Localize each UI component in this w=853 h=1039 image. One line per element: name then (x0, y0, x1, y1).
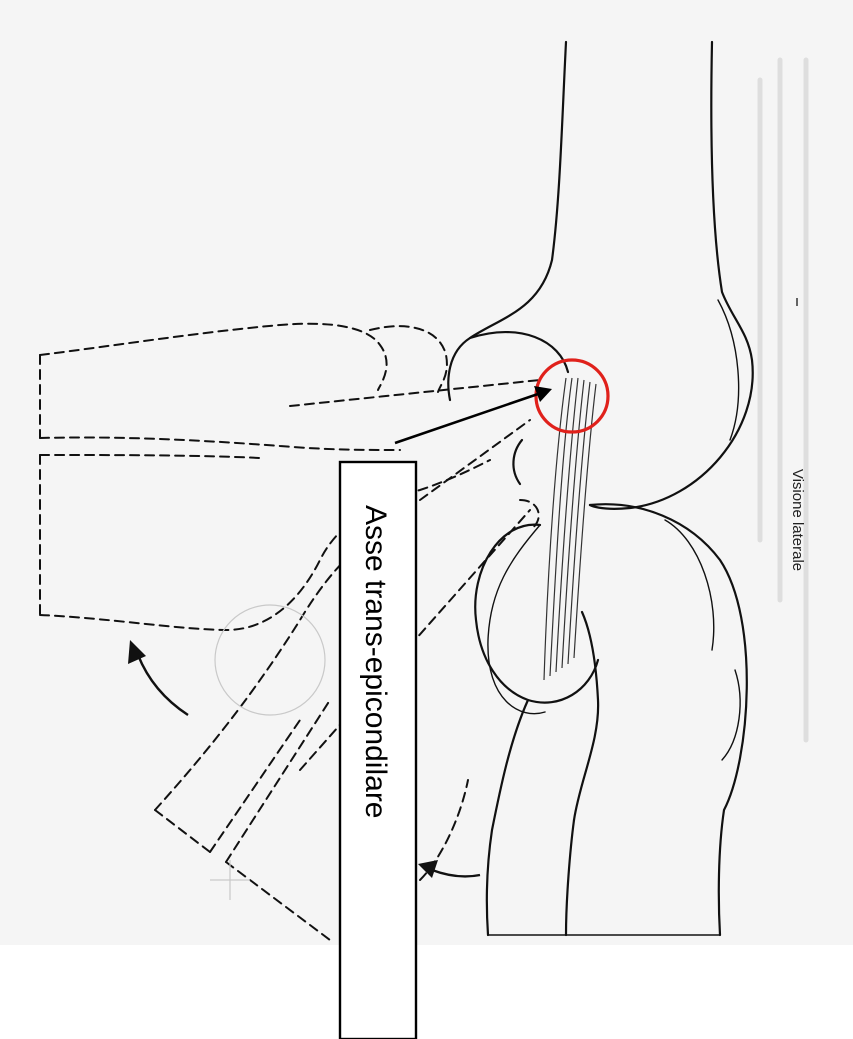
caption: Visione laterale (789, 469, 806, 571)
callout-label: Asse trans-epicondilare (359, 505, 392, 819)
scanned-page (0, 0, 853, 945)
page-bottom-margin (0, 945, 853, 1039)
